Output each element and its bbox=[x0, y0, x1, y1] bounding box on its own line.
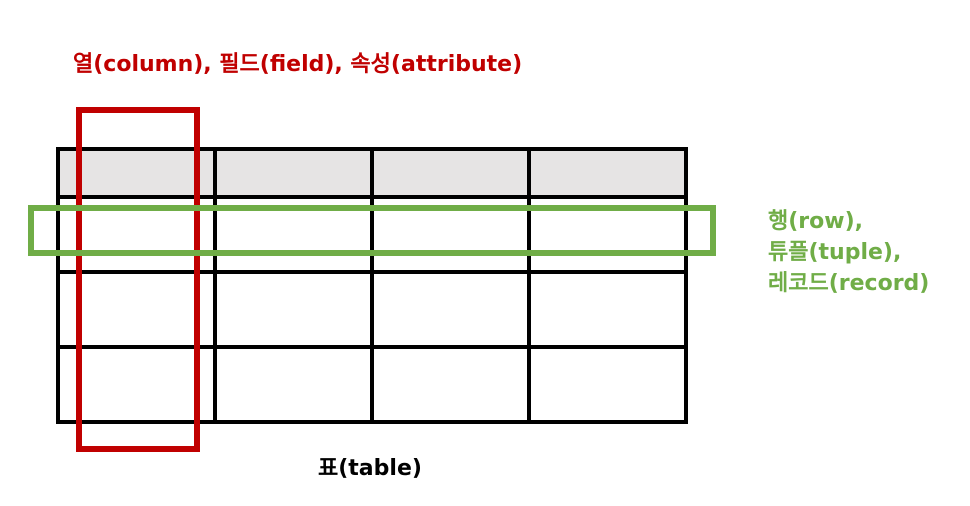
column-highlight-box bbox=[76, 107, 200, 452]
row-label: 행(row), 튜플(tuple), 레코드(record) bbox=[768, 206, 929, 299]
row-label-line: 레코드(record) bbox=[768, 271, 930, 296]
table-row bbox=[56, 270, 688, 349]
table-row bbox=[56, 345, 688, 424]
row-highlight-box bbox=[28, 205, 716, 256]
table-cell bbox=[56, 345, 217, 424]
header-cell bbox=[370, 147, 531, 199]
row-label-line: 튜플(tuple), bbox=[768, 240, 902, 265]
table-cell bbox=[56, 270, 217, 349]
table-header-row bbox=[56, 147, 688, 199]
header-cell bbox=[56, 147, 217, 199]
row-label-line: 행(row), bbox=[768, 209, 863, 234]
table-cell bbox=[527, 270, 688, 349]
table-cell bbox=[527, 345, 688, 424]
table-cell bbox=[213, 270, 374, 349]
header-cell bbox=[213, 147, 374, 199]
header-cell bbox=[527, 147, 688, 199]
table-grid bbox=[56, 147, 688, 424]
table-cell bbox=[213, 345, 374, 424]
table-cell bbox=[370, 345, 531, 424]
column-label: 열(column), 필드(field), 속성(attribute) bbox=[73, 52, 523, 77]
table-label: 표(table) bbox=[318, 456, 422, 481]
table-cell bbox=[370, 270, 531, 349]
